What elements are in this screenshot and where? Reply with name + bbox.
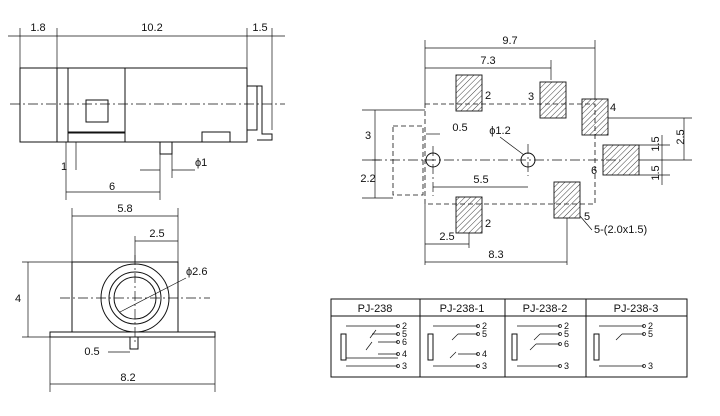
pad-2-bottom [455,196,483,234]
dim-side-left: 1.8 [30,22,45,34]
schematic-pj-238-1: 2 5 4 3 [427,321,487,371]
pin-label: 5 [402,329,407,339]
table-header: PJ-238 [358,303,393,315]
dim-front-height: 4 [15,293,21,305]
pin-label: 3 [402,361,407,371]
front-flange [49,331,216,338]
pin-label: 3 [482,361,487,371]
pad-3 [539,81,567,119]
dim-front-width: 5.8 [117,203,132,215]
table-header: PJ-238-1 [440,303,485,315]
dim-front-offset: 2.5 [149,228,164,240]
pad-4 [581,98,609,136]
pin-label: 2 [402,321,407,331]
jack-body [19,67,248,143]
pin-label: 5 [482,329,487,339]
dim-footprint-15-a: 1.5 [650,136,662,151]
dim-pin-diameter: ϕ1 [195,157,207,169]
dim-side-right: 1.5 [252,22,267,34]
pin-label: 2 [564,321,569,331]
schematic-pj-238-3: 2 5 3 [593,321,653,371]
pad-label: 2 [485,90,491,102]
models-table: PJ-238 PJ-238-1 PJ-238-2 PJ-238-3 2 5 6 … [330,298,688,378]
dim-pin-width: 1 [61,161,67,173]
dim-hole-diameter: ϕ2.6 [186,266,207,278]
dim-front-pin: 0.5 [84,346,99,358]
dim-footprint-3: 3 [365,130,371,142]
pin-label: 3 [648,361,653,371]
pad-2-top [455,74,483,112]
pads-note: 5-(2.0x1.5) [594,224,647,236]
schematic-pj-238: 2 5 6 4 3 [340,321,407,371]
table-header: PJ-238-3 [614,303,659,315]
dim-footprint-15-b: 1.5 [650,165,662,180]
schematic-pj-238-2: 2 5 6 3 [511,321,569,371]
pin-label: 5 [648,329,653,339]
pin-label: 5 [564,329,569,339]
inner-contact [67,67,126,134]
pin-label: 6 [402,337,407,347]
pad-5 [553,181,581,219]
pad-label: 3 [528,91,534,103]
pad-6 [602,144,640,176]
dim-footprint-22: 2.2 [360,173,375,185]
pin-label: 2 [482,321,487,331]
dim-footprint-hole: ϕ1.2 [489,125,510,137]
dim-footprint-83: 8.3 [488,249,503,261]
pad-label: 5 [584,211,590,223]
dim-front-total: 8.2 [120,372,135,384]
locating-pin [159,141,173,155]
pin-label: 3 [564,361,569,371]
dim-footprint-73: 7.3 [480,55,495,67]
dim-pin-position: 6 [109,181,115,193]
pin-label: 6 [564,339,569,349]
dim-footprint-55: 5.5 [473,174,488,186]
dim-footprint-25-right: 2.5 [675,129,687,144]
dim-footprint-25-bottom: 2.5 [439,231,454,243]
pad-label: 2 [485,218,491,230]
side-view: 1.8 10.2 1.5 6 1 ϕ1 [8,22,285,200]
pin-label: 4 [402,349,407,359]
pad-label: 4 [610,102,616,114]
component-outline [424,103,596,205]
pin-label: 4 [482,349,487,359]
dim-footprint-width: 9.7 [502,35,517,47]
front-view: 5.8 2.5 ϕ2.6 4 0.5 8.2 [15,203,216,392]
table-header: PJ-238-2 [523,303,568,315]
dim-footprint-05: 0.5 [452,122,467,134]
pcb-footprint: 9.7 7.3 2 3 4 6 2 5 3 2.2 0.5 [360,35,692,265]
dim-side-main: 10.2 [141,22,162,34]
pin-label: 2 [648,321,653,331]
pad-label: 6 [591,165,597,177]
